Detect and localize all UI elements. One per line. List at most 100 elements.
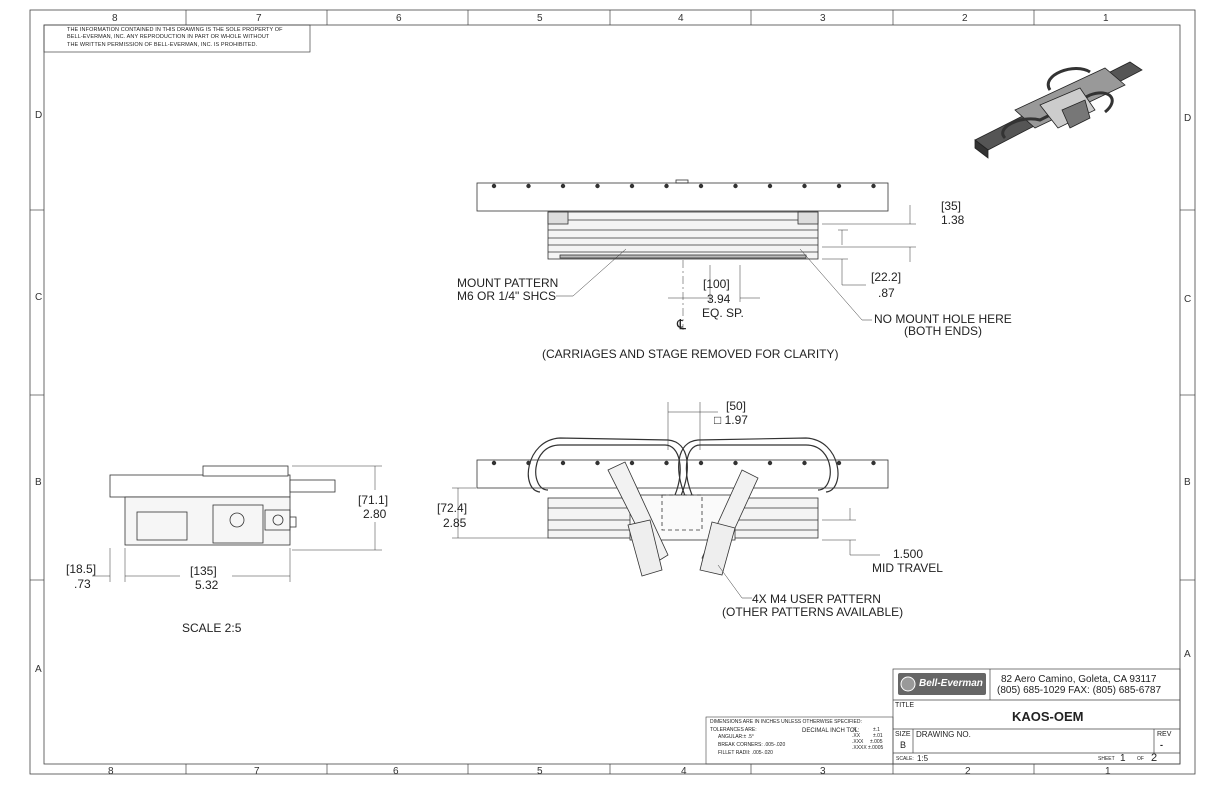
tol-x-val: ±.1 (873, 727, 880, 733)
dim-50-bracket: [50] (726, 399, 747, 413)
dim-35-bracket: [35] (941, 199, 962, 213)
rev-label: REV (1157, 731, 1172, 738)
notice-box (43, 24, 311, 53)
dim-724: 2.85 (443, 516, 467, 530)
mount-hole (629, 460, 635, 466)
zone-right-b: B (1184, 477, 1191, 488)
drawing-no-label: DRAWING NO. (916, 730, 971, 739)
dim-50: □ 1.97 (714, 413, 748, 427)
front-view (452, 402, 889, 599)
mount-hole (595, 183, 600, 189)
tol-decimal-label: DECIMAL INCH TOL: (802, 728, 860, 734)
tol-fillet: FILLET RADII: .005-.020 (718, 750, 773, 756)
company-address: 82 Aero Camino, Goleta, CA 93117 (1001, 674, 1157, 685)
dim-eq-sp: EQ. SP. (702, 306, 744, 320)
zone-top-4: 4 (678, 13, 684, 24)
mount-hole (698, 183, 704, 189)
company-logo (898, 673, 986, 695)
notice-line-1: THE INFORMATION CONTAINED IN THIS DRAWIN… (67, 27, 283, 33)
isometric-view (974, 61, 1143, 159)
zone-bottom-4: 4 (681, 766, 687, 777)
dim-185: .73 (74, 577, 91, 591)
zone-bottom-5: 5 (537, 766, 543, 777)
mid-travel-label: MID TRAVEL (872, 561, 943, 575)
mount-hole (733, 460, 738, 466)
dim-135-bracket: [135] (190, 564, 217, 578)
dim-724-bracket: [72.4] (437, 501, 468, 515)
mount-pattern-label-1: MOUNT PATTERN (457, 276, 559, 290)
zone-bottom-1: 1 (1105, 766, 1111, 777)
side-view-scale: SCALE 2:5 (182, 621, 242, 635)
mount-hole (664, 460, 669, 466)
mount-hole (767, 460, 773, 466)
of-value: 2 (1151, 752, 1158, 764)
zone-left-d: D (35, 110, 43, 121)
dim-135: 5.32 (195, 578, 219, 592)
dim-222: .87 (878, 286, 895, 300)
tol-line-1: DIMENSIONS ARE IN INCHES UNLESS OTHERWIS… (710, 719, 862, 725)
zone-right-d: D (1184, 113, 1192, 124)
zone-bottom-7: 7 (254, 766, 260, 777)
zone-bottom-2: 2 (965, 766, 971, 777)
dim-100: 3.94 (707, 292, 731, 306)
zone-bottom-6: 6 (393, 766, 399, 777)
mount-hole (664, 183, 669, 189)
mount-hole (491, 460, 497, 466)
no-mount-hole-label-1: NO MOUNT HOLE HERE (874, 312, 1012, 326)
dim-100-bracket: [100] (703, 277, 730, 291)
tol-xx: .XX (852, 733, 861, 739)
title-block-frame (892, 668, 1181, 765)
mount-pattern-label-2: M6 OR 1/4" SHCS (457, 289, 556, 303)
mount-hole (871, 183, 876, 189)
tol-xxxx-val: ±.0005 (868, 745, 884, 751)
no-mount-hole-label-2: (BOTH ENDS) (904, 324, 982, 338)
zone-top-2: 2 (962, 13, 968, 24)
mount-hole (802, 460, 807, 466)
user-pattern-label-1: 4X M4 USER PATTERN (752, 592, 881, 606)
drawing-title: KAOS-OEM (1012, 709, 1084, 724)
zone-top-5: 5 (537, 13, 543, 24)
side-view (92, 465, 382, 582)
tol-xxx-val: ±.005 (870, 739, 883, 745)
dim-185-bracket: [18.5] (66, 562, 97, 576)
tol-xxxx: .XXXX (852, 745, 867, 751)
size-label: SIZE (895, 731, 911, 738)
tol-xxx: .XXX (852, 739, 864, 745)
scale-label: SCALE: (896, 756, 914, 762)
scale-value: 1:5 (917, 754, 929, 763)
tol-xx-val: ±.01 (873, 733, 883, 739)
sheet-value: 1 (1120, 753, 1126, 764)
dim-222-bracket: [22.2] (871, 270, 902, 284)
company-phone: (805) 685-1029 FAX: (805) 685-6787 (997, 685, 1161, 696)
zone-ticks (30, 10, 1195, 774)
mount-hole (698, 460, 704, 466)
mount-hole (733, 183, 738, 189)
notice-line-2: BELL-EVERMAN, INC. ANY REPRODUCTION IN P… (67, 34, 270, 40)
mount-hole (871, 460, 876, 466)
user-pattern-label-2: (OTHER PATTERNS AVAILABLE) (722, 605, 904, 619)
tol-break-corners: BREAK CORNERS: .005-.020 (718, 742, 786, 748)
zone-top-8: 8 (112, 13, 118, 24)
centerline-symbol: ℄ (677, 316, 686, 332)
mount-hole (526, 183, 531, 189)
zone-top-1: 1 (1103, 13, 1109, 24)
of-label: OF (1137, 756, 1144, 762)
zone-left-b: B (35, 477, 42, 488)
zone-right-a: A (1184, 649, 1191, 660)
mount-hole (836, 183, 842, 189)
dim-35: 1.38 (941, 213, 965, 227)
zone-top-7: 7 (256, 13, 262, 24)
zone-top-3: 3 (820, 13, 826, 24)
mount-hole (595, 460, 600, 466)
zone-left-c: C (35, 292, 43, 303)
tol-x: .X (852, 727, 857, 733)
mount-hole (560, 183, 566, 189)
mount-hole (767, 183, 773, 189)
title-label: TITLE (895, 702, 915, 709)
mount-hole (629, 183, 635, 189)
mount-hole (560, 460, 566, 466)
zone-bottom-3: 3 (820, 766, 826, 777)
mount-hole (491, 183, 497, 189)
zone-top-6: 6 (396, 13, 402, 24)
